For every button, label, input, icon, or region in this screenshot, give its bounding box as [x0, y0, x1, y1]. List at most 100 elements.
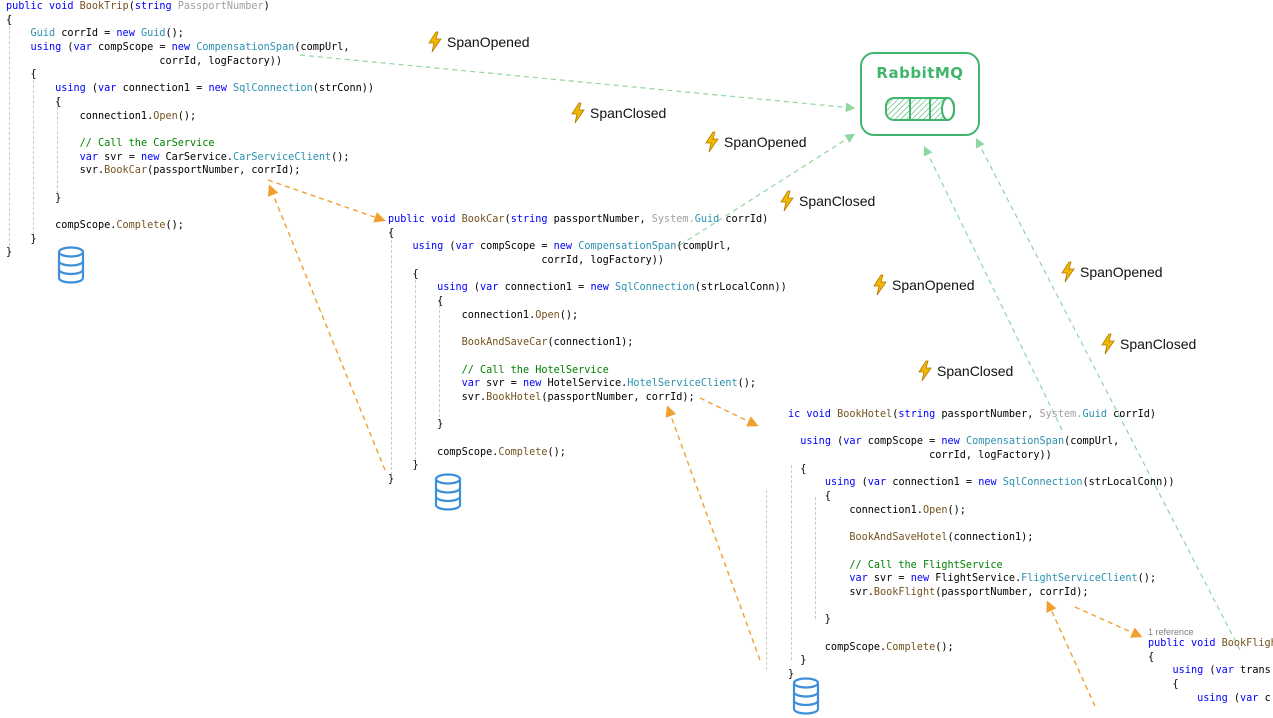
code-line: compScope.Complete(); — [788, 641, 1174, 655]
code-token — [388, 241, 413, 252]
code-token: (connection1); — [547, 337, 634, 349]
event-text: SpanOpened — [892, 277, 975, 293]
code-line: } — [388, 418, 787, 432]
code-token: (passportNumber, corrId); — [541, 391, 695, 403]
code-token: } — [388, 460, 419, 472]
code-line: corrId, logFactory)) — [388, 254, 787, 268]
code-token: new — [553, 241, 579, 253]
code-token: CompensationSpan — [965, 436, 1065, 448]
lightning-icon — [873, 274, 887, 296]
code-token: var — [461, 378, 487, 390]
code-token: compScope = — [480, 241, 554, 253]
code-line: // Call the CarService — [6, 137, 374, 151]
code-token: corrId, logFactory)) — [388, 255, 665, 267]
code-token: var — [73, 42, 99, 54]
code-line: using (var connection1 = new SqlConnecti… — [6, 82, 374, 96]
database-icon — [792, 677, 820, 715]
code-token — [388, 378, 462, 389]
lightning-icon — [1101, 333, 1115, 355]
rabbitmq-label: RabbitMQ — [876, 64, 964, 82]
code-token: ( — [473, 282, 481, 294]
event-text: SpanClosed — [590, 105, 667, 121]
code-token: // Call the FlightService — [849, 559, 1003, 571]
code-line: using (var trans — [1148, 664, 1273, 678]
code-token: FlightService. — [935, 573, 1022, 585]
code-line: { — [6, 14, 374, 28]
code-line: connection1.Open(); — [388, 309, 787, 323]
code-token: Guid — [30, 28, 62, 40]
code-token — [6, 152, 80, 163]
code-token: CompensationSpan — [196, 42, 295, 54]
code-token — [788, 477, 825, 488]
code-line — [788, 422, 1174, 436]
code-line: } — [6, 246, 374, 260]
code-line: using (var c — [1148, 692, 1273, 706]
code-token: connection1. — [788, 504, 923, 516]
code-token: public — [6, 1, 49, 12]
code-line: svr.BookFlight(passportNumber, corrId); — [788, 586, 1174, 600]
code-block-booktrip: public void BookTrip(string PassportNumb… — [6, 0, 374, 260]
code-token: { — [388, 227, 395, 239]
code-token: (); — [547, 446, 566, 458]
code-token — [388, 282, 437, 293]
span-arrow-booktrip — [299, 54, 856, 113]
code-line: Guid corrId = new Guid(); — [6, 27, 374, 41]
code-token: (); — [165, 220, 184, 231]
code-token — [788, 436, 800, 447]
code-line — [6, 205, 374, 219]
code-token — [1148, 693, 1197, 704]
code-line: } — [388, 473, 787, 487]
code-token: new — [910, 573, 936, 585]
code-token: trans — [1240, 665, 1271, 677]
code-token: Complete — [886, 641, 936, 653]
code-token: new — [590, 282, 615, 294]
code-token: { — [1148, 679, 1179, 691]
code-block-bookflight: public void BookFligh{ using (var trans … — [1148, 637, 1273, 705]
code-token: System. — [1039, 409, 1083, 420]
code-line: } — [788, 613, 1174, 627]
lightning-icon — [918, 360, 932, 382]
code-token: var — [843, 436, 868, 448]
span-closed-label: SpanClosed — [779, 190, 875, 212]
code-token: var — [1215, 665, 1241, 677]
code-token: compScope = — [98, 42, 172, 54]
reference-count: 1 reference — [1148, 627, 1194, 637]
code-token: new — [116, 28, 141, 40]
code-token: var — [867, 477, 893, 489]
code-token: BookAndSaveHotel — [849, 532, 948, 544]
span-closed-label: SpanClosed — [1100, 333, 1196, 355]
code-token — [1148, 665, 1173, 676]
span-opened-label: SpanOpened — [427, 31, 530, 53]
code-block-bookhotel: ic void BookHotel(string passportNumber,… — [788, 408, 1174, 682]
code-token: } — [6, 192, 62, 204]
code-line — [388, 350, 787, 364]
code-token: string — [510, 214, 554, 225]
code-line: { — [788, 463, 1174, 477]
code-token: using — [800, 436, 838, 448]
call-arrow-bookhotel — [699, 397, 759, 427]
code-line: svr.BookHotel(passportNumber, corrId); — [388, 391, 787, 405]
code-line: } — [6, 233, 374, 247]
code-token: (); — [1137, 573, 1157, 585]
code-line — [788, 518, 1174, 532]
code-token: string — [134, 1, 178, 12]
code-token: } — [388, 474, 395, 486]
code-token: System. — [651, 214, 695, 225]
code-token: (); — [947, 504, 966, 516]
code-token: (strConn)) — [312, 83, 375, 95]
code-token: (passportNumber, corrId); — [935, 586, 1089, 598]
code-token: svr = — [873, 573, 911, 585]
code-line: BookAndSaveHotel(connection1); — [788, 531, 1174, 545]
code-token: void — [1190, 638, 1222, 649]
code-token: (strLocalConn)) — [694, 282, 787, 294]
code-token: svr. — [6, 165, 105, 177]
span-opened-label: SpanOpened — [1060, 261, 1163, 283]
event-text: SpanOpened — [1080, 264, 1163, 280]
return-arrow-bookcar — [267, 184, 386, 471]
code-token: (compUrl, — [1064, 436, 1120, 448]
code-token: FlightServiceClient — [1021, 573, 1138, 585]
code-token: (compUrl, — [676, 241, 732, 253]
span-arrow-bookcar — [679, 133, 856, 246]
code-line: ic void BookHotel(string passportNumber,… — [788, 408, 1174, 422]
code-line: using (var compScope = new CompensationS… — [6, 41, 374, 55]
